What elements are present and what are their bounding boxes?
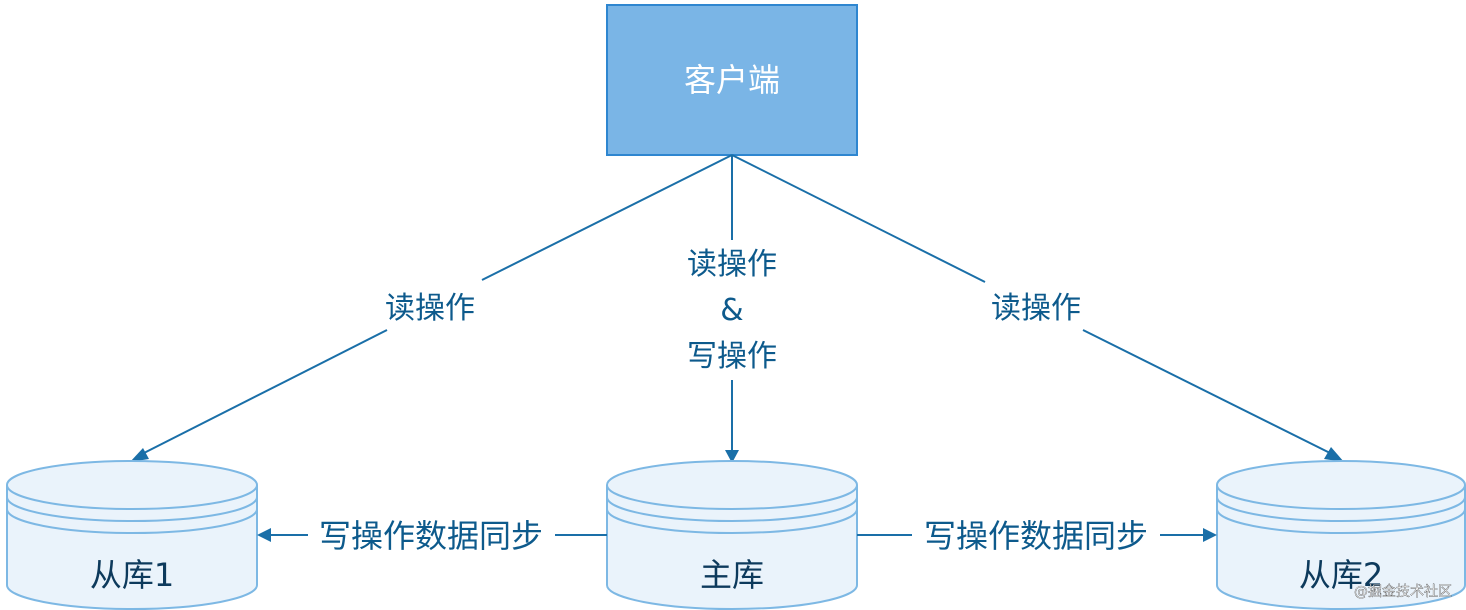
client-node: 客户端: [606, 4, 858, 156]
db-ring: [1216, 496, 1466, 522]
slave2-node: 从库2: [1216, 460, 1466, 610]
edge-label-sync-right: 写操作数据同步: [924, 517, 1148, 555]
edge-line: [139, 329, 388, 456]
arrow-head: [725, 450, 739, 463]
edge-client-master: 读操作 & 写操作: [687, 155, 777, 463]
db-ring: [606, 484, 858, 510]
edge-sync-right: 写操作数据同步: [857, 517, 1217, 555]
db-cylinder: [1216, 460, 1466, 610]
edge-client-slave2: 读操作: [731, 154, 1344, 462]
watermark-text: @掘金技术社区: [1354, 584, 1452, 600]
edge-label-sync-left: 写操作数据同步: [319, 517, 543, 555]
edge-label-middle-write: 写操作: [687, 339, 777, 374]
arrow-head: [257, 528, 271, 542]
client-box: [606, 4, 858, 156]
db-cylinder: [6, 460, 258, 610]
db-ring: [1216, 508, 1466, 534]
slave1-label: 从库1: [90, 556, 174, 594]
arrow-head: [1324, 447, 1344, 462]
edge-line: [1082, 329, 1335, 456]
edge-line: [731, 154, 986, 283]
edge-sync-left: 写操作数据同步: [257, 517, 607, 555]
edge-label-left-read: 读操作: [385, 291, 475, 326]
db-ring: [6, 484, 258, 510]
slave1-node: 从库1: [6, 460, 258, 610]
db-ring: [6, 496, 258, 522]
db-ring: [1216, 484, 1466, 510]
master-label: 主库: [700, 556, 764, 594]
db-ring: [606, 508, 858, 534]
client-label: 客户端: [684, 61, 780, 99]
db-cylinder: [606, 460, 858, 610]
master-node: 主库: [606, 460, 858, 610]
edge-client-slave1: 读操作: [130, 154, 733, 462]
slave2-label: 从库2: [1299, 556, 1383, 594]
edge-line: [481, 154, 733, 281]
db-ring: [606, 496, 858, 522]
edge-label-right-read: 读操作: [991, 291, 1081, 326]
arrow-head: [130, 448, 149, 462]
arrow-head: [1203, 528, 1217, 542]
edge-label-middle-read: 读操作: [687, 247, 777, 282]
db-ring: [6, 508, 258, 534]
edge-label-middle-amp: &: [720, 293, 743, 328]
